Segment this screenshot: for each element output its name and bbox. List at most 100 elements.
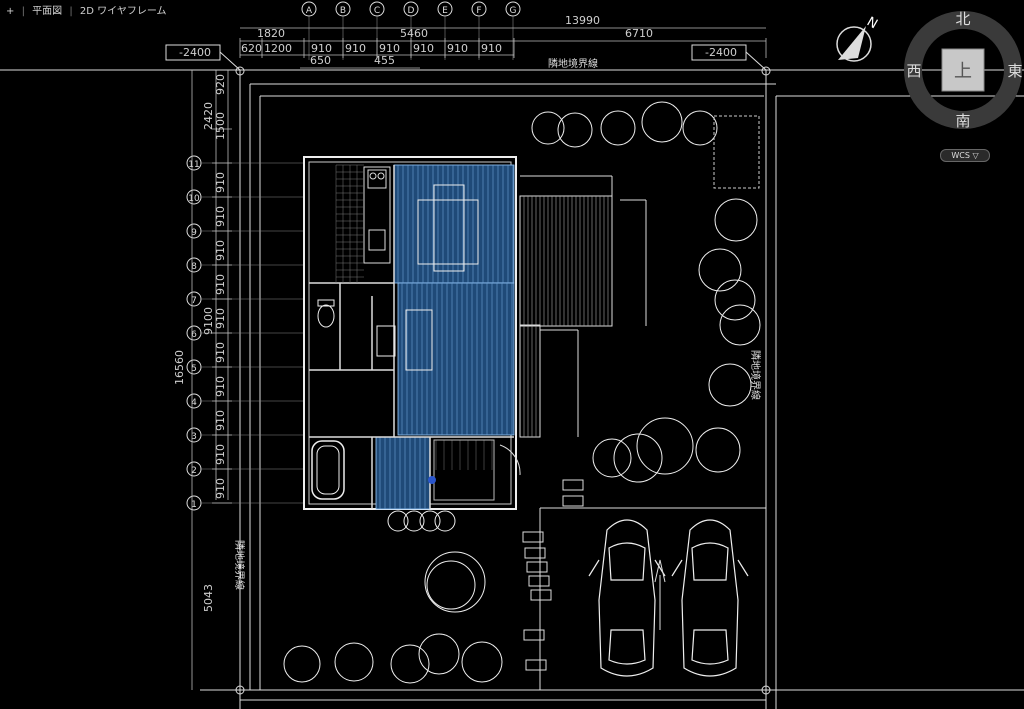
dim-top-1500: 1500 bbox=[214, 112, 227, 140]
level-tag-right: -2400 bbox=[691, 44, 767, 71]
dim-grid-segment: 910 bbox=[214, 342, 227, 363]
car bbox=[588, 519, 666, 677]
dim-grid-segment: 910 bbox=[214, 206, 227, 227]
car bbox=[671, 519, 749, 677]
viewcube-south[interactable]: 南 bbox=[955, 112, 970, 130]
grid-row-label: 9 bbox=[191, 228, 197, 238]
trees bbox=[283, 101, 761, 684]
dim-top-920: 920 bbox=[214, 74, 227, 95]
grid-row-label: 10 bbox=[188, 194, 200, 204]
north-arrow: N bbox=[836, 14, 880, 62]
left-dimension-lines bbox=[191, 70, 229, 690]
shed-outline bbox=[713, 115, 760, 189]
grid-col-label: F bbox=[476, 6, 481, 16]
dim-segment: 910 bbox=[481, 42, 502, 55]
grid-row-label: 1 bbox=[191, 500, 197, 510]
dim-grid-segment: 910 bbox=[214, 240, 227, 261]
tree-circle bbox=[636, 417, 694, 475]
tree-circle bbox=[719, 304, 761, 346]
viewcube-north[interactable]: 北 bbox=[955, 10, 970, 28]
viewcube-top-face[interactable] bbox=[941, 48, 985, 92]
tree-circle bbox=[461, 641, 503, 683]
grid-row-label: 11 bbox=[188, 160, 199, 170]
dim-segment: 910 bbox=[345, 42, 366, 55]
dim-grid-segment: 910 bbox=[214, 478, 227, 499]
svg-text:-2400: -2400 bbox=[705, 46, 737, 59]
tree-circle bbox=[283, 645, 321, 683]
viewcube[interactable]: 上 北 南 西 東 bbox=[904, 10, 1024, 130]
deck bbox=[519, 175, 647, 438]
tree-circle bbox=[695, 427, 741, 473]
grid-row-label: 2 bbox=[191, 466, 197, 476]
dim-sub-455: 455 bbox=[374, 54, 395, 67]
corner-markers bbox=[235, 66, 771, 695]
dim-grid-segment: 910 bbox=[214, 274, 227, 295]
dim-segment: 910 bbox=[379, 42, 400, 55]
tree-circle bbox=[600, 110, 636, 146]
dim-grid-segment: 910 bbox=[214, 410, 227, 431]
tree-circle bbox=[426, 560, 476, 610]
stepping-stone bbox=[526, 561, 548, 573]
dim-sub-650: 650 bbox=[310, 54, 331, 67]
tree-circle bbox=[418, 633, 460, 675]
driveway-arrow bbox=[654, 559, 666, 630]
dim-segment: 910 bbox=[311, 42, 332, 55]
boundary-label-west: 隣地境界線 bbox=[233, 540, 246, 590]
stepping-stone bbox=[523, 629, 545, 641]
tree-circle bbox=[641, 101, 683, 143]
viewport-menu-button[interactable]: + bbox=[6, 6, 15, 17]
grid-row-label: 5 bbox=[191, 364, 197, 374]
stepping-stone bbox=[524, 547, 546, 559]
tree-circle bbox=[682, 110, 718, 146]
viewcube-face-label: 上 bbox=[954, 61, 972, 82]
grid-row-label: 6 bbox=[191, 330, 197, 340]
tree-circle bbox=[714, 279, 756, 321]
tree-circle bbox=[434, 510, 456, 532]
grid-row-label: 8 bbox=[191, 262, 197, 272]
tree-circle bbox=[592, 438, 632, 478]
level-tag-left: -2400 bbox=[165, 44, 241, 71]
tree-circle bbox=[613, 433, 663, 483]
tree-circle bbox=[403, 510, 425, 532]
stepping-stone bbox=[562, 495, 584, 507]
dim-grid-segment: 910 bbox=[214, 308, 227, 329]
stepping-stone bbox=[528, 575, 550, 587]
viewcube-west[interactable]: 西 bbox=[906, 62, 921, 80]
stepping-stone bbox=[525, 659, 547, 671]
dim-overall-width: 13990 bbox=[565, 14, 600, 27]
dim-grid-span: 9100 bbox=[202, 307, 215, 335]
stepping-stones bbox=[522, 479, 584, 671]
view-name[interactable]: 平面図 bbox=[32, 6, 63, 17]
left-dimension-ticks bbox=[212, 128, 232, 504]
visual-style[interactable]: 2D ワイヤフレーム bbox=[79, 6, 167, 17]
top-dimension-ticks bbox=[239, 38, 767, 58]
wcs-menu[interactable]: WCS ▽ bbox=[940, 149, 990, 162]
grid-col-label: D bbox=[408, 6, 415, 16]
viewcube-east[interactable]: 東 bbox=[1007, 62, 1022, 80]
tree-circle bbox=[698, 248, 742, 292]
grid-col-label: G bbox=[510, 6, 517, 16]
dim-west-offset: 1820 bbox=[257, 27, 285, 40]
stepping-stone bbox=[562, 479, 584, 491]
dim-grid-segment: 910 bbox=[214, 444, 227, 465]
viewport-label[interactable]: + | 平面図 | 2D ワイヤフレーム bbox=[6, 6, 167, 17]
tree-circle bbox=[531, 111, 565, 145]
tree-circle bbox=[557, 112, 593, 148]
dim-overall-depth: 16560 bbox=[173, 350, 186, 385]
stepping-stone bbox=[530, 589, 552, 601]
tree-circle bbox=[419, 510, 441, 532]
parked-cars bbox=[588, 519, 749, 677]
dim-segment: 910 bbox=[413, 42, 434, 55]
house-plan bbox=[303, 156, 521, 510]
grid-row-label: 4 bbox=[191, 398, 197, 408]
dim-bottom: 5043 bbox=[202, 584, 215, 612]
grid-col-label: A bbox=[306, 6, 313, 16]
svg-text:N: N bbox=[864, 14, 880, 32]
grid-col-label: C bbox=[374, 6, 380, 16]
tree-circle bbox=[387, 510, 409, 532]
boundary-label-north: 隣地境界線 bbox=[548, 57, 598, 70]
dim-house-width: 5460 bbox=[400, 27, 428, 40]
